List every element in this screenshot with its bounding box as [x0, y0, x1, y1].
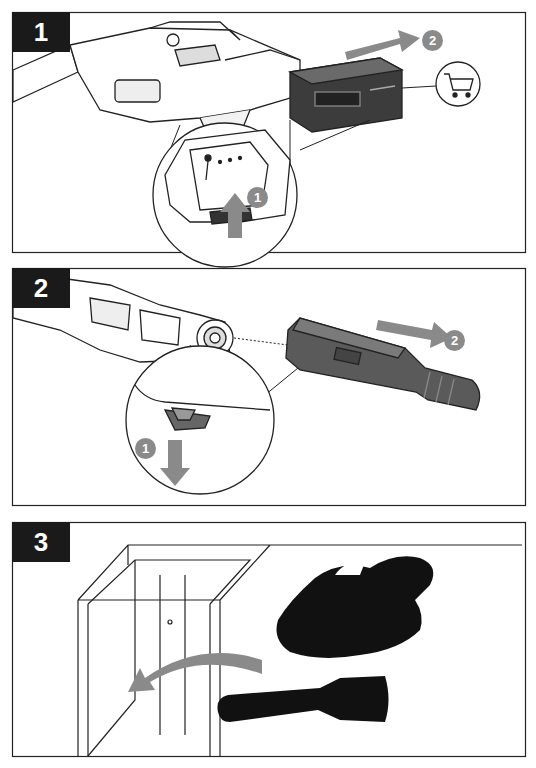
panel-frame	[13, 523, 526, 757]
direction-arrow	[128, 653, 262, 692]
callout-text: 1	[254, 191, 261, 204]
step-number: 3	[12, 522, 70, 562]
blower-silhouette	[277, 556, 434, 658]
panel-frame	[13, 13, 526, 253]
battery-pack	[290, 58, 402, 132]
direction-arrow	[345, 30, 420, 60]
zoom-detail	[126, 345, 274, 494]
direction-arrow	[220, 193, 250, 238]
callout-text: 2	[429, 34, 436, 47]
step-number-text: 2	[34, 275, 48, 301]
panel-frame	[13, 269, 526, 506]
callout-number: 1	[247, 187, 268, 208]
nozzle-tube	[286, 318, 480, 410]
zoom-detail	[153, 120, 297, 267]
leader-line	[300, 120, 370, 150]
callout-number: 2	[422, 30, 443, 51]
callout-text: 1	[142, 442, 149, 455]
alignment-line	[234, 338, 288, 345]
cabinet	[78, 545, 522, 756]
cart-icon	[402, 62, 480, 106]
step-number: 2	[12, 268, 70, 308]
callout-number: 2	[444, 330, 465, 351]
step-number: 1	[12, 12, 70, 52]
leader-line	[265, 368, 298, 395]
step-number-text: 1	[34, 19, 48, 45]
callout-number: 1	[135, 438, 156, 459]
callout-text: 2	[451, 334, 458, 347]
step-number-text: 3	[34, 529, 48, 555]
direction-arrow	[160, 440, 190, 486]
tube-silhouette	[217, 676, 388, 722]
direction-arrow	[376, 320, 452, 348]
